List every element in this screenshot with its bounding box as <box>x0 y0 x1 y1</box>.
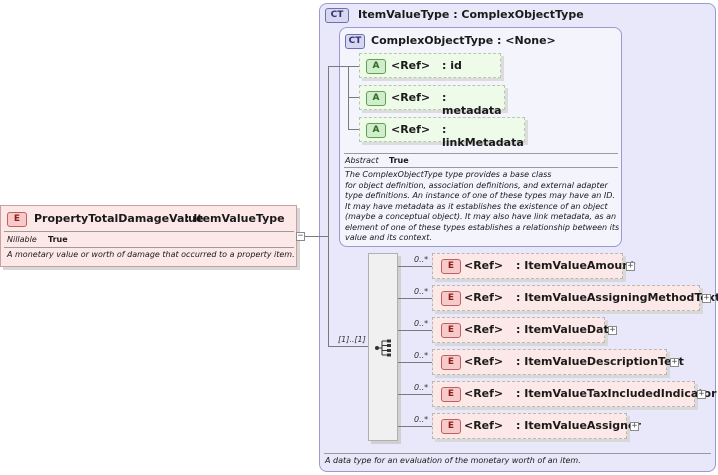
element-name: : ItemValueDescriptionText <box>516 355 684 368</box>
element-badge: E <box>441 291 461 306</box>
element-item-value-tax-included-indicator[interactable]: E <Ref> : ItemValueTaxIncludedIndicator <box>432 381 717 407</box>
element-ref: <Ref> <box>464 259 504 272</box>
element-occurrence: 0..* <box>414 319 429 328</box>
nillable-label: Nillable <box>7 235 37 244</box>
element-occurrence: 0..* <box>414 351 429 360</box>
element-occurrence: 0..* <box>414 255 429 264</box>
attribute-connector <box>348 66 360 67</box>
expand-icon[interactable]: + <box>670 357 679 367</box>
attribute-connector <box>348 129 360 130</box>
attribute-name: : metadata <box>442 91 502 117</box>
doc-line: element of one of these types establishe… <box>345 222 620 232</box>
root-divider-2 <box>4 247 294 248</box>
attribute-ref: <Ref> <box>391 59 431 72</box>
sequence-icon <box>375 339 391 357</box>
element-item-value-amount[interactable]: E <Ref> : ItemValueAmount <box>432 253 635 279</box>
child-connector <box>398 394 432 395</box>
element-ref: <Ref> <box>464 323 504 336</box>
element-badge: E <box>441 419 461 434</box>
element-occurrence: 0..* <box>414 383 429 392</box>
item-value-type-title: ItemValueType : ComplexObjectType <box>358 8 584 21</box>
child-connector <box>398 266 432 267</box>
child-connector <box>398 426 432 427</box>
root-element-doc: A monetary value or worth of damage that… <box>7 250 295 259</box>
expand-icon[interactable]: + <box>697 389 706 399</box>
complex-type-badge: CT <box>345 34 365 49</box>
sequence-connector <box>328 346 369 347</box>
abstract-divider <box>344 153 618 154</box>
attribute-badge: A <box>366 123 386 138</box>
sequence-compositor[interactable] <box>368 253 398 441</box>
attribute-connector <box>348 66 349 130</box>
element-ref: <Ref> <box>464 387 504 400</box>
attribute-connector <box>348 97 360 98</box>
attribute-badge: A <box>366 59 386 74</box>
child-connector <box>398 362 432 363</box>
complex-type-badge: CT <box>325 8 349 23</box>
element-name: : ItemValueAssigner <box>516 419 641 432</box>
element-occurrence: 0..* <box>414 415 429 424</box>
expand-icon[interactable]: + <box>702 293 711 303</box>
doc-line: type definitions. An instance of one of … <box>345 191 615 200</box>
type-connector <box>328 66 329 346</box>
sequence-occurrence: [1]..[1] <box>338 335 366 344</box>
child-connector <box>398 298 432 299</box>
doc-line: value and its context. <box>345 233 432 242</box>
element-name: : ItemValueAssigningMethodText <box>516 291 718 304</box>
nillable-value: True <box>48 235 68 244</box>
abstract-value: True <box>389 156 409 165</box>
child-connector <box>398 330 432 331</box>
element-name: : ItemValueDate <box>516 323 617 336</box>
element-item-value-assigner[interactable]: E <Ref> : ItemValueAssigner <box>432 413 641 439</box>
element-ref: <Ref> <box>464 355 504 368</box>
attribute-link-metadata[interactable]: A <Ref> : linkMetadata <box>359 117 525 149</box>
element-badge: E <box>7 212 27 227</box>
attribute-ref: <Ref> <box>391 91 431 104</box>
attribute-name: : linkMetadata <box>442 123 524 149</box>
expand-icon[interactable]: + <box>630 421 639 431</box>
expand-icon[interactable]: + <box>626 261 635 271</box>
attribute-ref: <Ref> <box>391 123 431 136</box>
element-ref: <Ref> <box>464 419 504 432</box>
doc-line: (maybe a conceptual object). It may also… <box>345 212 617 221</box>
element-item-value-assigning-method-text[interactable]: E <Ref> : ItemValueAssigningMethodText <box>432 285 718 311</box>
root-element-name: PropertyTotalDamageValue <box>34 212 204 225</box>
root-element-type: : ItemValueType <box>185 212 285 225</box>
item-value-type-doc: A data type for an evaluation of the mon… <box>325 456 581 465</box>
element-badge: E <box>441 387 461 402</box>
element-item-value-description-text[interactable]: E <Ref> : ItemValueDescriptionText <box>432 349 684 375</box>
root-divider <box>4 231 294 232</box>
doc-line: The ComplexObjectType type provides a ba… <box>345 170 552 179</box>
expand-icon[interactable]: + <box>608 325 617 335</box>
attribute-metadata[interactable]: A <Ref> : metadata <box>359 85 505 117</box>
doc-line: for object definition, association defin… <box>345 180 608 190</box>
element-occurrence: 0..* <box>414 287 429 296</box>
element-badge: E <box>441 323 461 338</box>
element-item-value-date[interactable]: E <Ref> : ItemValueDate <box>432 317 616 343</box>
root-connector <box>305 236 329 237</box>
abstract-divider-2 <box>344 167 618 168</box>
abstract-label: Abstract <box>345 156 379 165</box>
complex-object-type-doc: The ComplexObjectType type provides a ba… <box>345 170 621 244</box>
complex-object-type-title: ComplexObjectType : <None> <box>371 34 556 47</box>
element-badge: E <box>441 355 461 370</box>
element-ref: <Ref> <box>464 291 504 304</box>
doc-line: It may have metadata as it establishes t… <box>345 201 608 211</box>
type-panel-divider <box>324 453 711 454</box>
element-name: : ItemValueTaxIncludedIndicator <box>516 387 717 400</box>
attribute-id[interactable]: A <Ref> : id <box>359 53 501 78</box>
attribute-name: : id <box>442 59 462 72</box>
attribute-badge: A <box>366 91 386 106</box>
type-connector <box>328 66 348 67</box>
element-name: : ItemValueAmount <box>516 259 636 272</box>
element-badge: E <box>441 259 461 274</box>
root-element-box[interactable]: E PropertyTotalDamageValue : ItemValueTy… <box>0 205 297 267</box>
collapse-icon[interactable]: − <box>296 231 305 241</box>
